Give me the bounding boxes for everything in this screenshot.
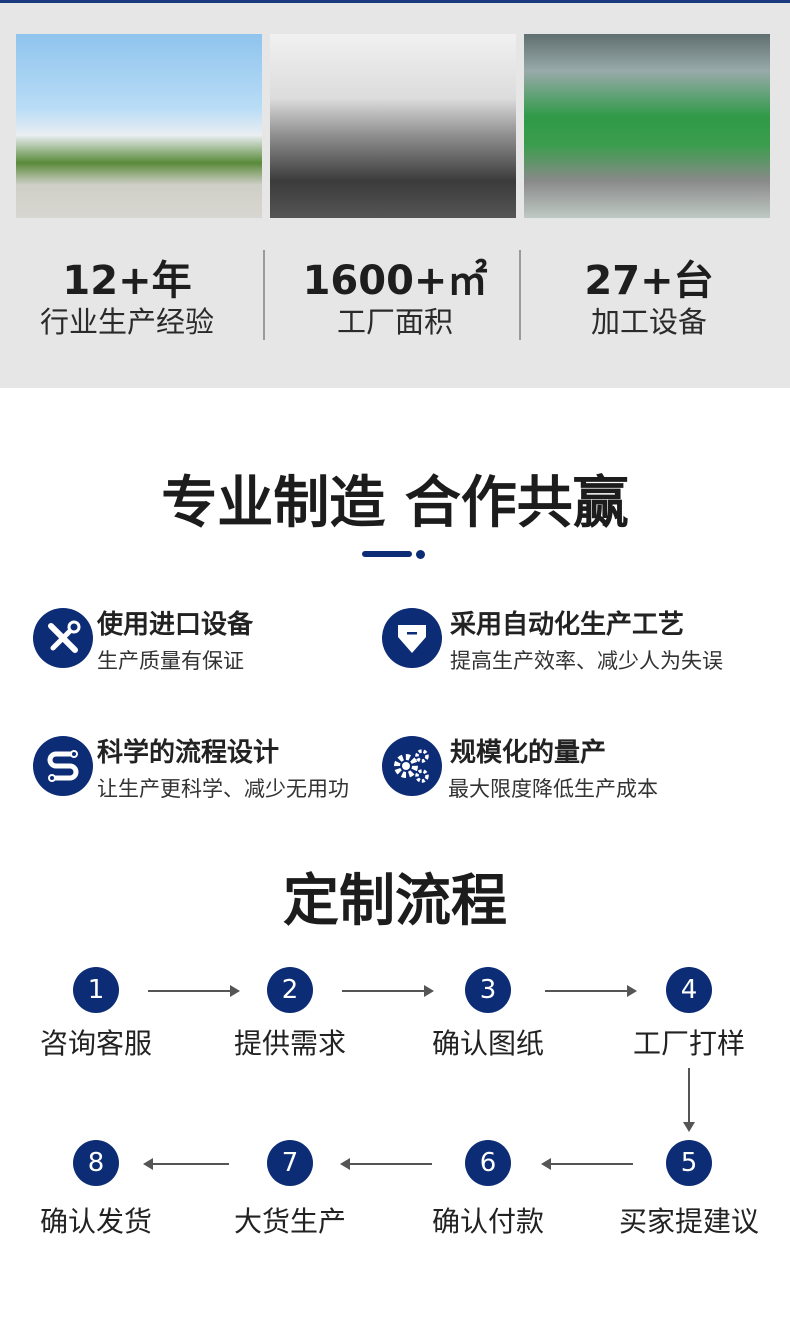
step-number: 8 <box>73 1140 119 1186</box>
arrow-right-icon <box>148 985 240 997</box>
arrow-right-icon <box>545 985 637 997</box>
title-accent-bar <box>362 551 412 557</box>
arrow-right-icon <box>342 985 434 997</box>
stat-label: 加工设备 <box>590 305 707 339</box>
stat-value: 12+年 <box>62 258 192 304</box>
feature-title: 使用进口设备 <box>97 610 254 640</box>
divider <box>519 250 521 340</box>
step-number: 2 <box>267 967 313 1013</box>
section-title: 专业制造 合作共赢 <box>161 471 629 536</box>
feature-subtitle: 让生产更科学、减少无用功 <box>97 777 349 801</box>
feature-title: 科学的流程设计 <box>97 738 280 768</box>
step-label: 提供需求 <box>233 1027 346 1060</box>
step-label: 确认图纸 <box>431 1027 544 1060</box>
arrow-down-head <box>683 1122 695 1132</box>
step-label: 确认付款 <box>431 1205 544 1238</box>
step-number: 3 <box>465 967 511 1013</box>
step-number: 1 <box>73 967 119 1013</box>
step-label: 确认发货 <box>39 1205 152 1238</box>
process-title: 定制流程 <box>283 869 507 934</box>
step-number: 5 <box>666 1140 712 1186</box>
divider <box>263 250 265 340</box>
step-label: 工厂打样 <box>632 1027 745 1060</box>
workshop-photo <box>270 34 516 218</box>
gears-icon <box>382 736 442 796</box>
step-number: 7 <box>267 1140 313 1186</box>
feature-title: 采用自动化生产工艺 <box>450 610 685 640</box>
stat-years: 12+年 行业生产经验 <box>0 258 254 340</box>
feature-subtitle: 生产质量有保证 <box>97 649 244 673</box>
stat-label: 行业生产经验 <box>39 305 214 339</box>
stat-label: 工厂面积 <box>336 305 453 339</box>
stat-area: 1600+㎡ 工厂面积 <box>268 258 522 340</box>
diamond-icon <box>382 608 442 668</box>
arrow-left-icon <box>143 1158 229 1170</box>
arrow-left-icon <box>340 1158 432 1170</box>
stat-value: 27+台 <box>584 258 714 304</box>
tools-icon <box>33 608 93 668</box>
stat-value: 1600+㎡ <box>302 258 488 304</box>
step-label: 咨询客服 <box>39 1027 152 1060</box>
feature-title: 规模化的量产 <box>450 738 607 768</box>
machines-photo <box>524 34 770 218</box>
step-number: 6 <box>465 1140 511 1186</box>
flow-icon <box>33 736 93 796</box>
stat-equipment: 27+台 加工设备 <box>522 258 776 340</box>
step-number: 4 <box>666 967 712 1013</box>
title-accent-dot <box>416 550 425 559</box>
feature-subtitle: 最大限度降低生产成本 <box>448 777 658 801</box>
step-label: 大货生产 <box>233 1205 346 1238</box>
factory-exterior-photo <box>16 34 262 218</box>
feature-subtitle: 提高生产效率、减少人为失误 <box>450 649 723 673</box>
arrow-down-icon <box>688 1068 690 1128</box>
step-label: 买家提建议 <box>618 1205 759 1238</box>
arrow-left-icon <box>541 1158 633 1170</box>
